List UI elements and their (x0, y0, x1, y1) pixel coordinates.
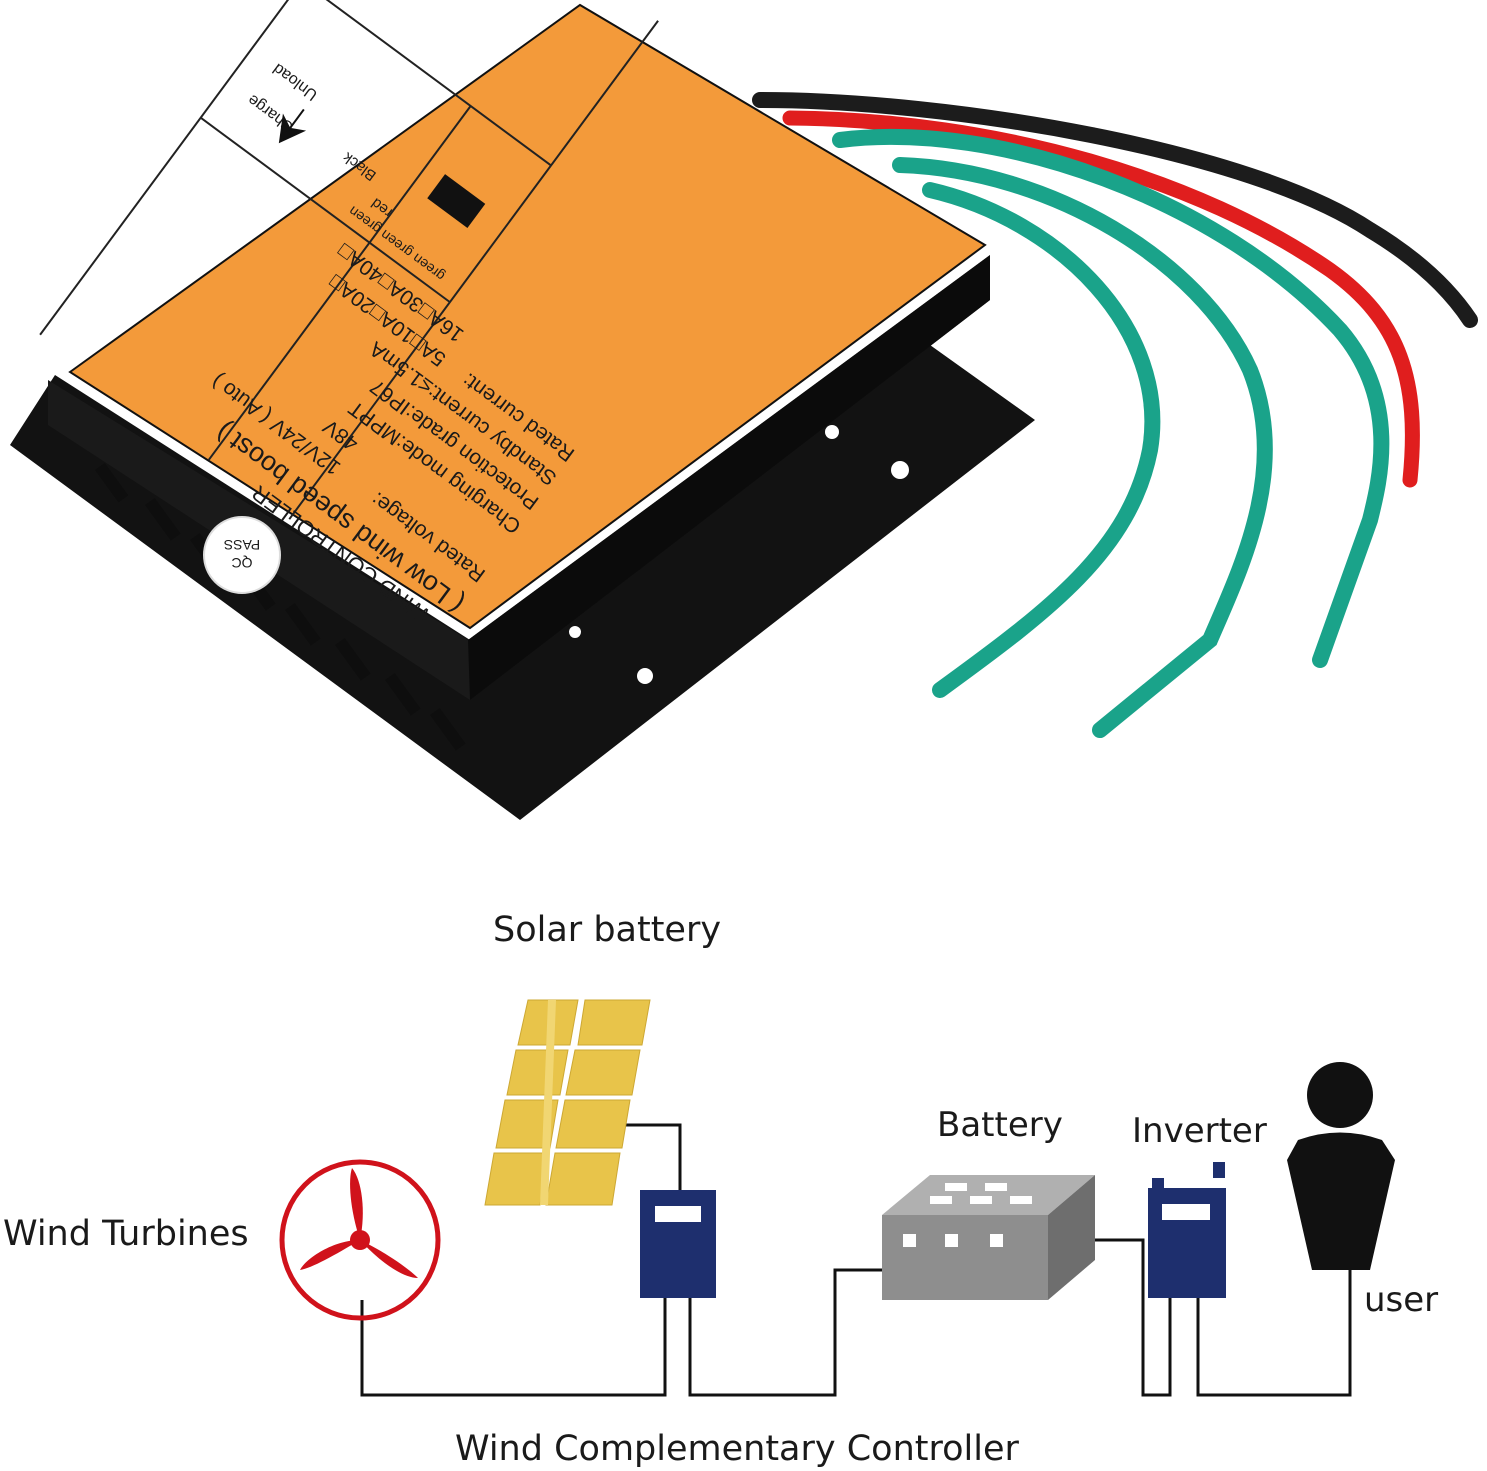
sticker-table (39, 0, 659, 520)
user-label: user (1364, 1280, 1438, 1320)
system-diagram: Solar battery Wind Turbines Battery Inve… (3, 910, 1438, 1469)
inverter-label: Inverter (1132, 1111, 1267, 1151)
red-wire (782, 110, 1420, 488)
battery-to-inverter-line (1095, 1238, 1172, 1397)
solar-to-controller-line (612, 1123, 682, 1192)
turbine-symbol-icon (278, 108, 307, 144)
qc-pass-badge: QC PASS (203, 516, 281, 594)
unload-label: Unload (270, 60, 321, 104)
turbine-to-controller-line (360, 1298, 667, 1397)
case-side-shade (468, 255, 990, 700)
battery-label: Battery (937, 1105, 1063, 1145)
qc-badge-line-1: QC (232, 555, 253, 571)
connection-lines (360, 1123, 1352, 1397)
mounting-plate (10, 345, 1035, 820)
inverter-icon (1148, 1162, 1226, 1298)
product-photo: WIND CONTROLLER ( Low wind speed boost )… (10, 0, 1478, 820)
solar-battery-label: Solar battery (493, 910, 721, 950)
controller-device-icon (640, 1190, 716, 1298)
green-wire-1 (832, 129, 1390, 668)
inverter-to-user-line (1196, 1270, 1352, 1397)
battery-symbol-icon (427, 174, 486, 229)
black-wire (752, 92, 1478, 328)
solar-panel-icon (484, 999, 651, 1206)
green-wire-2 (892, 157, 1273, 738)
green-wire-3 (922, 182, 1161, 698)
wind-turbines-label: Wind Turbines (3, 1214, 249, 1254)
battery-icon (882, 1175, 1095, 1300)
user-icon (1287, 1062, 1395, 1270)
controller-to-battery-line (688, 1268, 882, 1397)
wind-turbine-icon (279, 1159, 441, 1321)
mounting-holes (569, 425, 909, 684)
wire-bundle (752, 92, 1478, 738)
controller-label: Wind Complementary Controller (455, 1429, 1019, 1469)
qc-badge-line-2: PASS (224, 537, 260, 553)
controller-sticker (68, 3, 987, 630)
